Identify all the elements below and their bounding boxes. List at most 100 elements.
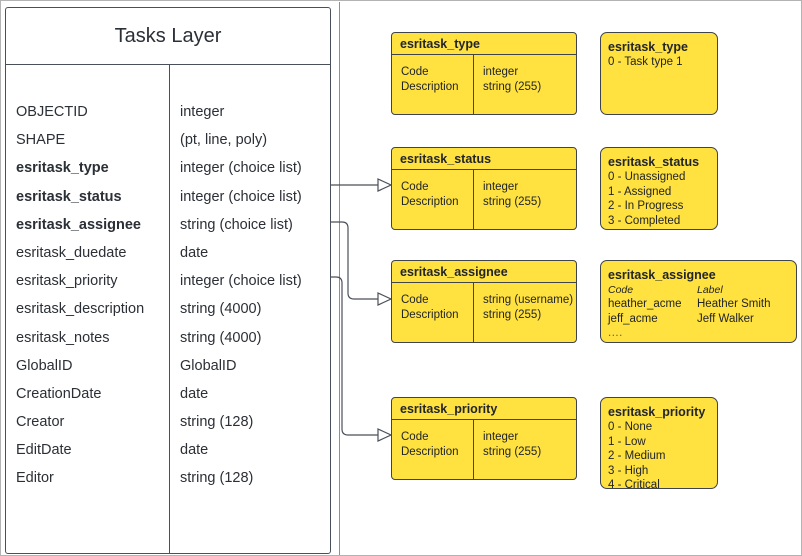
lookup-code-column: Code Description — [401, 293, 459, 323]
values-line: 4 - Critical — [608, 479, 660, 491]
lookup-row-label: Code — [401, 294, 429, 306]
lookup-body: Code Description integer string (255) — [392, 55, 576, 114]
values-esritask-type[interactable]: esritask_type 0 - Task type 1 — [600, 32, 718, 115]
lookup-column-divider — [473, 420, 474, 479]
field-type: string (choice list) — [180, 216, 293, 233]
lookup-body: Code Description integer string (255) — [392, 170, 576, 229]
lookup-esritask-priority[interactable]: esritask_priority Code Description integ… — [391, 397, 577, 480]
lookup-row-type: string (255) — [483, 309, 542, 321]
field-row: GlobalID — [16, 357, 73, 374]
field-row: esritask_assignee — [16, 216, 141, 233]
field-type: string (128) — [180, 470, 254, 487]
field-type: date — [180, 442, 209, 459]
lookup-row-type: string (255) — [483, 81, 542, 93]
values-line: 2 - Medium — [608, 450, 666, 462]
field-type: integer (choice list) — [180, 273, 302, 290]
lookup-column-divider — [473, 283, 474, 342]
values-pair-code: jeff_acme — [608, 312, 658, 325]
entity-title: Tasks Layer — [6, 8, 330, 65]
lookup-title: esritask_type — [392, 33, 576, 55]
lookup-column-divider — [473, 55, 474, 114]
lookup-row-type: string (username) — [483, 294, 574, 306]
lookup-code-column: Code Description — [401, 65, 459, 95]
values-line: 0 - Unassigned — [608, 171, 686, 183]
field-row: OBJECTID — [16, 104, 88, 120]
field-row: EditDate — [16, 442, 72, 459]
arrowhead-priority — [377, 428, 393, 442]
entity-body: OBJECTID SHAPE esritask_type esritask_st… — [6, 65, 330, 553]
lookup-type-column: integer string (255) — [483, 430, 541, 460]
values-line: 2 - In Progress — [608, 200, 684, 212]
values-line: 1 - Assigned — [608, 185, 672, 198]
lookup-row-type: integer — [483, 66, 519, 78]
lookup-code-column: Code Description — [401, 180, 459, 210]
field-row: Creator — [16, 414, 65, 431]
lookup-esritask-status[interactable]: esritask_status Code Description integer… — [391, 147, 577, 230]
field-type: integer (choice list) — [180, 160, 302, 177]
region-divider — [339, 2, 340, 555]
values-pair-row: heather_acme Heather Smith — [608, 297, 796, 312]
field-type: date — [180, 244, 209, 261]
field-type-column: integer (pt, line, poly) integer (choice… — [170, 98, 330, 493]
lookup-code-column: Code Description — [401, 430, 459, 460]
field-type: GlobalID — [180, 357, 237, 374]
values-esritask-assignee[interactable]: esritask_assignee Code Label heather_acme… — [600, 260, 797, 343]
values-line: 1 - Low — [608, 435, 646, 448]
values-pair-label: Heather Smith — [697, 298, 771, 310]
values-title: esritask_assignee — [608, 268, 716, 282]
values-line: 3 - High — [608, 464, 649, 477]
values-esritask-status[interactable]: esritask_status 0 - Unassigned 1 - Assig… — [600, 147, 718, 230]
field-type: string (4000) — [180, 329, 262, 346]
field-row: esritask_type — [16, 160, 109, 177]
lookup-row-type: integer — [483, 181, 519, 193]
field-row: esritask_notes — [16, 329, 110, 346]
values-esritask-priority[interactable]: esritask_priority 0 - None 1 - Low 2 - M… — [600, 397, 718, 491]
values-line: 3 - Completed — [608, 214, 681, 227]
lookup-row-type: integer — [483, 431, 519, 443]
values-subheader-code: Code — [608, 284, 634, 296]
lookup-esritask-assignee[interactable]: esritask_assignee Code Description strin… — [391, 260, 577, 343]
field-type: integer — [180, 104, 225, 120]
values-ellipsis: .... — [608, 327, 623, 339]
values-pair-label: Jeff Walker — [697, 312, 754, 325]
arrowhead-assignee — [377, 292, 393, 306]
lookup-row-label: Description — [401, 196, 459, 208]
field-type: (pt, line, poly) — [180, 132, 268, 149]
entity-column-divider — [169, 65, 170, 553]
arrowhead-status — [377, 178, 393, 192]
field-row: esritask_description — [16, 301, 145, 318]
lookup-esritask-type[interactable]: esritask_type Code Description integer s… — [391, 32, 577, 115]
field-row: SHAPE — [16, 132, 66, 149]
lookup-title: esritask_assignee — [392, 261, 576, 283]
field-row: CreationDate — [16, 385, 102, 402]
lookup-row-label: Description — [401, 81, 459, 93]
lookup-type-column: integer string (255) — [483, 65, 541, 95]
field-type: string (128) — [180, 414, 254, 431]
lookup-body: Code Description string (username) strin… — [392, 283, 576, 342]
field-name-column: OBJECTID SHAPE esritask_type esritask_st… — [6, 98, 169, 493]
lookup-row-label: Description — [401, 446, 459, 458]
lookup-row-label: Code — [401, 431, 429, 443]
values-line: 0 - None — [608, 421, 653, 433]
lookup-row-label: Code — [401, 66, 429, 78]
values-subheader-label: Label — [697, 284, 723, 296]
lookup-row-label: Description — [401, 309, 459, 321]
lookup-title: esritask_priority — [392, 398, 576, 420]
values-pair-code: heather_acme — [608, 298, 682, 310]
field-type: string (4000) — [180, 301, 262, 318]
values-subheader: Code Label — [608, 283, 796, 297]
lookup-type-column: string (username) string (255) — [483, 293, 573, 323]
values-pair-row: jeff_acme Jeff Walker — [608, 312, 796, 327]
field-row: esritask_duedate — [16, 244, 127, 261]
lookup-column-divider — [473, 170, 474, 229]
entity-tasks-layer[interactable]: Tasks Layer OBJECTID SHAPE esritask_type… — [5, 7, 331, 554]
lookup-body: Code Description integer string (255) — [392, 420, 576, 479]
values-title: esritask_type — [608, 40, 688, 54]
lookup-row-type: string (255) — [483, 446, 542, 458]
field-row: Editor — [16, 470, 54, 487]
values-line: 0 - Task type 1 — [608, 56, 683, 68]
field-type: date — [180, 385, 209, 402]
values-title: esritask_status — [608, 155, 700, 169]
lookup-row-label: Code — [401, 181, 429, 193]
